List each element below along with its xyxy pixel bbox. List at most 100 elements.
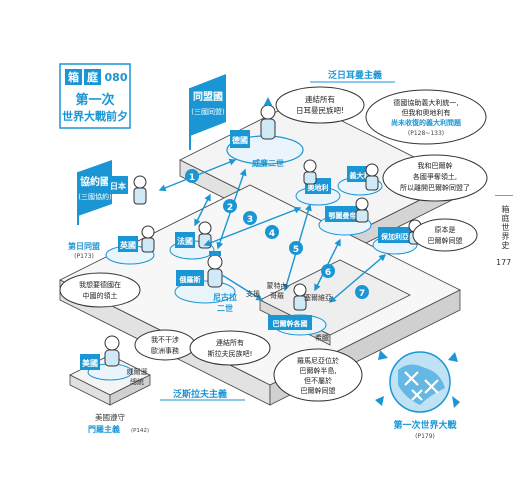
svg-text:連結所有: 連結所有 xyxy=(216,338,244,347)
svg-text:我和巴爾幹: 我和巴爾幹 xyxy=(418,161,453,170)
svg-text:中國的領土: 中國的領土 xyxy=(83,291,118,300)
bubble-usa: 我不干涉 歐洲事務 xyxy=(134,329,196,361)
pan-germanism-label: 泛日耳曼主義 xyxy=(328,69,382,81)
svg-text:巴爾幹半島,: 巴爾幹半島, xyxy=(299,366,336,375)
sign-usa: 美國 xyxy=(82,358,98,368)
bubble-japan: 我想要德國在 中國的領土 xyxy=(59,272,141,308)
badge-5: 5 xyxy=(293,245,299,255)
figure-japan xyxy=(133,175,147,205)
svg-text:歐洲事務: 歐洲事務 xyxy=(151,346,179,355)
page-number: 177 xyxy=(496,258,512,267)
svg-text:所以離開巴爾幹同盟了: 所以離開巴爾幹同盟了 xyxy=(400,183,470,192)
name-montenegro-1: 蒙特內 xyxy=(267,281,288,290)
sign-balkans: 巴爾幹各國 xyxy=(273,319,308,328)
central-alliance-sublabel: (三國同盟) xyxy=(191,108,225,116)
svg-text:我不干涉: 我不干涉 xyxy=(151,335,179,344)
sign-italy: 義大利 xyxy=(350,171,371,180)
figure-nicholas xyxy=(207,251,223,288)
sidebar-divider xyxy=(495,195,513,196)
entente-sublabel: (三國協約) xyxy=(78,192,112,201)
speech-bubbles: 連結所有 日耳曼民族吧! 德國協助義大利統一, 但我和奧地利有 尚未收復的義大利… xyxy=(59,86,488,402)
pan-germanism-banner: 泛日耳曼主義 xyxy=(310,69,395,83)
figure-ottoman xyxy=(355,197,369,223)
ww1-globe: 第一次世界大戰 (P179) xyxy=(375,350,460,440)
bubble-wilhelm: 連結所有 日耳曼民族吧! xyxy=(275,86,365,124)
entente-note-ref: (P173) xyxy=(74,253,94,260)
page-title-line2: 世界大戰前夕 xyxy=(62,109,128,123)
name-serbia: 塞爾維亞 xyxy=(304,293,332,302)
entente-note: 第日同盟 (P173) xyxy=(68,241,100,260)
page-title-line1: 第一次 xyxy=(75,92,114,108)
figure-wilson xyxy=(104,335,120,367)
entente-sign: 協約國 (三國協約) xyxy=(77,160,112,225)
svg-text:各國爭奪領土,: 各國爭奪領土, xyxy=(413,172,457,181)
badge-4: 4 xyxy=(269,229,275,239)
sign-austria: 奧地利 xyxy=(308,183,329,192)
sign-japan: 日本 xyxy=(110,181,126,191)
name-labels: 威廉二世 尼古拉 二世 威爾遜 總統 塞爾維亞 希臘 蒙特內 哥羅 支援 xyxy=(127,158,333,386)
country-signs: 德國 義大利 奧地利 鄂圖曼帝國 保加利亞 英國 日本 法國 俄羅斯 巴爾幹各國… xyxy=(80,130,412,370)
monroe-caption: 美國遵守 門羅主義 (P142) xyxy=(88,412,149,434)
chapter-char-2: 庭 xyxy=(87,70,98,84)
badge-3: 3 xyxy=(247,215,253,225)
bubble-bulgaria: 我和巴爾幹 各國爭奪領土, 所以離開巴爾幹同盟了 xyxy=(382,154,488,202)
svg-text:但不屬於: 但不屬於 xyxy=(304,376,332,385)
chapter-number: 080 xyxy=(105,71,128,84)
bubble-romania: 羅馬尼亞位於 巴爾幹半島, 但不屬於 巴爾幹同盟 xyxy=(273,348,363,402)
monroe-ref: (P142) xyxy=(131,428,149,434)
badge-7: 7 xyxy=(359,289,365,299)
name-wilson-2: 總統 xyxy=(130,377,144,386)
name-nicholas-2: 二世 xyxy=(217,303,233,313)
central-alliance-sign: 同盟國 (三國同盟) xyxy=(189,74,226,150)
monroe-line2: 門羅主義 xyxy=(88,424,120,434)
ww1-label: 第一次世界大戰 xyxy=(393,419,456,431)
svg-text:尚未收復的義大利問題: 尚未收復的義大利問題 xyxy=(391,118,462,127)
svg-text:羅馬尼亞位於: 羅馬尼亞位於 xyxy=(297,356,339,365)
ww1-ref: (P179) xyxy=(415,433,435,440)
figures xyxy=(104,97,422,367)
sign-uk: 英國 xyxy=(119,240,136,250)
sign-germany: 德國 xyxy=(232,135,248,145)
central-alliance-label: 同盟國 xyxy=(193,91,223,103)
support-label: 支援 xyxy=(246,289,260,298)
name-nicholas-1: 尼古拉 xyxy=(213,292,237,302)
svg-text:巴爾幹同盟: 巴爾幹同盟 xyxy=(301,386,336,395)
pan-slavism-banner: 泛斯拉夫主義 xyxy=(160,388,245,401)
figure-austria xyxy=(303,159,317,185)
svg-text:但我和奧地利有: 但我和奧地利有 xyxy=(402,108,451,117)
chapter-header: 箱 庭 080 第一次 世界大戰前夕 xyxy=(59,63,131,129)
bubble-nicholas: 連結所有 斯拉夫民族吧! xyxy=(189,330,271,366)
svg-text:德國協助義大利統一,: 德國協助義大利統一, xyxy=(393,98,458,107)
chapter-char-1: 箱 xyxy=(68,70,79,84)
sign-ottoman: 鄂圖曼帝國 xyxy=(329,211,364,220)
sidebar-title: 箱庭世界史 xyxy=(501,205,510,250)
svg-text:原本是: 原本是 xyxy=(435,225,456,234)
figure-wilhelm xyxy=(260,97,276,140)
badge-1: 1 xyxy=(189,173,195,183)
badge-2: 2 xyxy=(227,203,233,213)
svg-text:日耳曼民族吧!: 日耳曼民族吧! xyxy=(296,105,344,115)
figure-uk xyxy=(141,225,155,253)
monroe-line1: 美國遵守 xyxy=(95,412,125,422)
name-wilhelm: 威廉二世 xyxy=(252,158,284,168)
entente-note-label: 第日同盟 xyxy=(68,241,100,251)
relation-number-badges: 1 2 3 4 5 6 7 xyxy=(185,169,369,299)
sign-bulgaria: 保加利亞 xyxy=(380,232,409,241)
svg-text:連結所有: 連結所有 xyxy=(305,94,335,104)
svg-text:我想要德國在: 我想要德國在 xyxy=(79,280,121,289)
name-greece: 希臘 xyxy=(315,333,329,342)
svg-text:(P128~133): (P128~133) xyxy=(408,130,444,137)
sign-russia: 俄羅斯 xyxy=(179,275,201,284)
bubble-italy: 德國協助義大利統一, 但我和奧地利有 尚未收復的義大利問題 (P128~133) xyxy=(365,89,487,145)
sign-france: 法國 xyxy=(177,236,193,246)
svg-text:巴爾幹同盟: 巴爾幹同盟 xyxy=(428,236,463,245)
figure-italy xyxy=(365,163,379,191)
bubble-balkan: 原本是 巴爾幹同盟 xyxy=(412,218,478,252)
pan-slavism-label: 泛斯拉夫主義 xyxy=(173,388,227,400)
name-montenegro-2: 哥羅 xyxy=(270,292,284,300)
badge-6: 6 xyxy=(325,268,331,278)
name-wilson-1: 威爾遜 xyxy=(127,367,148,376)
svg-text:斯拉夫民族吧!: 斯拉夫民族吧! xyxy=(208,349,253,358)
entente-label: 協約國 xyxy=(80,175,110,188)
